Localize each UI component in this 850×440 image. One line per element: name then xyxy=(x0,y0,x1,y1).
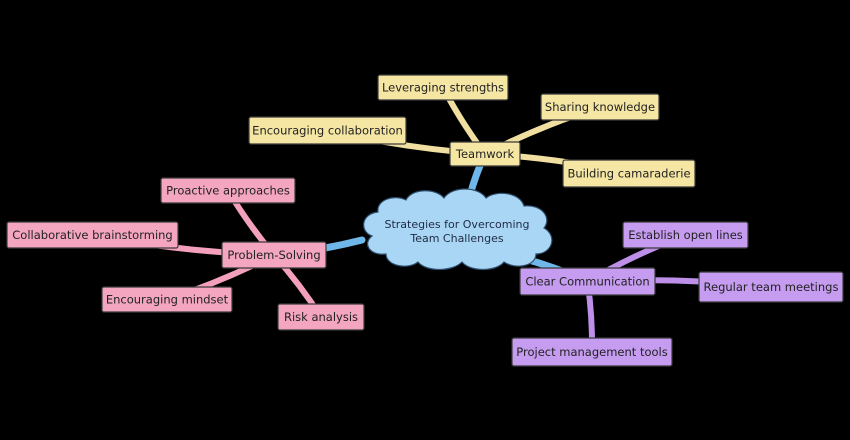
communication-child-1-label: Regular team meetings xyxy=(704,280,839,294)
problem-solving-node[interactable]: Problem-Solving xyxy=(221,241,327,269)
communication-child-0-box xyxy=(622,221,749,249)
communication-child-0-label: Establish open lines xyxy=(628,228,743,242)
central-cloud-shape xyxy=(363,188,553,271)
problem-solving-child-2[interactable]: Encouraging mindset xyxy=(101,286,233,313)
teamwork-node-label: Teamwork xyxy=(455,147,515,161)
communication-node[interactable]: Clear Communication xyxy=(519,267,656,296)
teamwork-node[interactable]: Teamwork xyxy=(449,141,521,167)
teamwork-child-1-label: Sharing knowledge xyxy=(545,100,655,114)
teamwork-child-1[interactable]: Sharing knowledge xyxy=(540,93,660,121)
teamwork-child-3-box xyxy=(562,159,696,188)
teamwork-child-1-box xyxy=(540,93,660,121)
teamwork-child-3-label: Building camaraderie xyxy=(567,167,690,181)
teamwork-child-0[interactable]: Leveraging strengths xyxy=(377,74,509,101)
problem-solving-node-box xyxy=(221,241,327,269)
communication-child-2[interactable]: Project management tools xyxy=(511,337,673,367)
communication-node-label: Clear Communication xyxy=(525,275,649,289)
problem-solving-child-1-box xyxy=(6,221,179,249)
teamwork-child-2[interactable]: Encouraging collaboration xyxy=(248,116,407,145)
problem-solving-child-0-label: Proactive approaches xyxy=(166,184,290,198)
teamwork-node-box xyxy=(449,141,521,167)
communication-child-2-box xyxy=(511,337,673,367)
problem-solving-child-3-box xyxy=(277,303,365,331)
teamwork-child-3[interactable]: Building camaraderie xyxy=(562,159,696,188)
communication-node-box xyxy=(519,267,656,296)
teamwork-child-2-label: Encouraging collaboration xyxy=(252,124,403,138)
problem-solving-child-0-box xyxy=(160,177,296,204)
problem-solving-child-3-label: Risk analysis xyxy=(284,310,358,324)
problem-solving-child-0[interactable]: Proactive approaches xyxy=(160,177,296,204)
problem-solving-child-2-label: Encouraging mindset xyxy=(106,293,229,307)
teamwork-child-0-label: Leveraging strengths xyxy=(382,81,504,95)
central-topic-line-0: Strategies for Overcoming xyxy=(384,218,529,231)
communication-child-2-label: Project management tools xyxy=(516,345,667,359)
teamwork-child-0-box xyxy=(377,74,509,101)
communication-child-0[interactable]: Establish open lines xyxy=(622,221,749,249)
communication-child-1-box xyxy=(698,271,844,303)
problem-solving-child-1-label: Collaborative brainstorming xyxy=(12,228,172,242)
central-topic-line-1: Team Challenges xyxy=(409,232,504,245)
problem-solving-child-1[interactable]: Collaborative brainstorming xyxy=(6,221,179,249)
problem-solving-child-3[interactable]: Risk analysis xyxy=(277,303,365,331)
teamwork-child-2-box xyxy=(248,116,407,145)
problem-solving-child-2-box xyxy=(101,286,233,313)
communication-child-1[interactable]: Regular team meetings xyxy=(698,271,844,303)
problem-solving-node-label: Problem-Solving xyxy=(227,248,320,262)
